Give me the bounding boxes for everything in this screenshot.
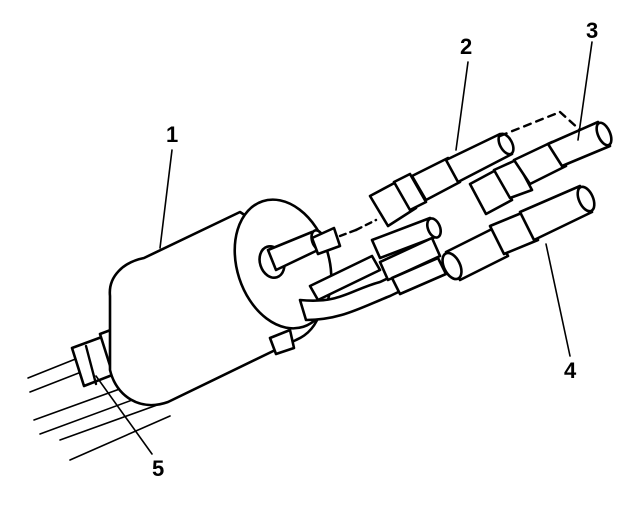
fuel-filter-body (108, 198, 333, 407)
leader-lines (95, 41, 593, 455)
fuel-line-4 (441, 184, 596, 282)
callout-label-1: 1 (166, 122, 178, 147)
leader-line-5 (95, 375, 153, 455)
callout-label-5: 5 (152, 456, 164, 481)
leader-line-3 (577, 41, 593, 141)
quick-connect-fitting-2 (354, 132, 515, 232)
fuel-lines (298, 216, 448, 322)
callout-label-2: 2 (460, 34, 472, 59)
filter-outlet-clip (310, 226, 358, 256)
leader-line-2 (455, 61, 469, 151)
quick-connect-fitting-3 (468, 110, 613, 216)
leader-line-4 (545, 243, 571, 357)
callout-label-3: 3 (586, 18, 598, 43)
leader-line-1 (159, 149, 173, 249)
callout-label-4: 4 (564, 358, 577, 383)
